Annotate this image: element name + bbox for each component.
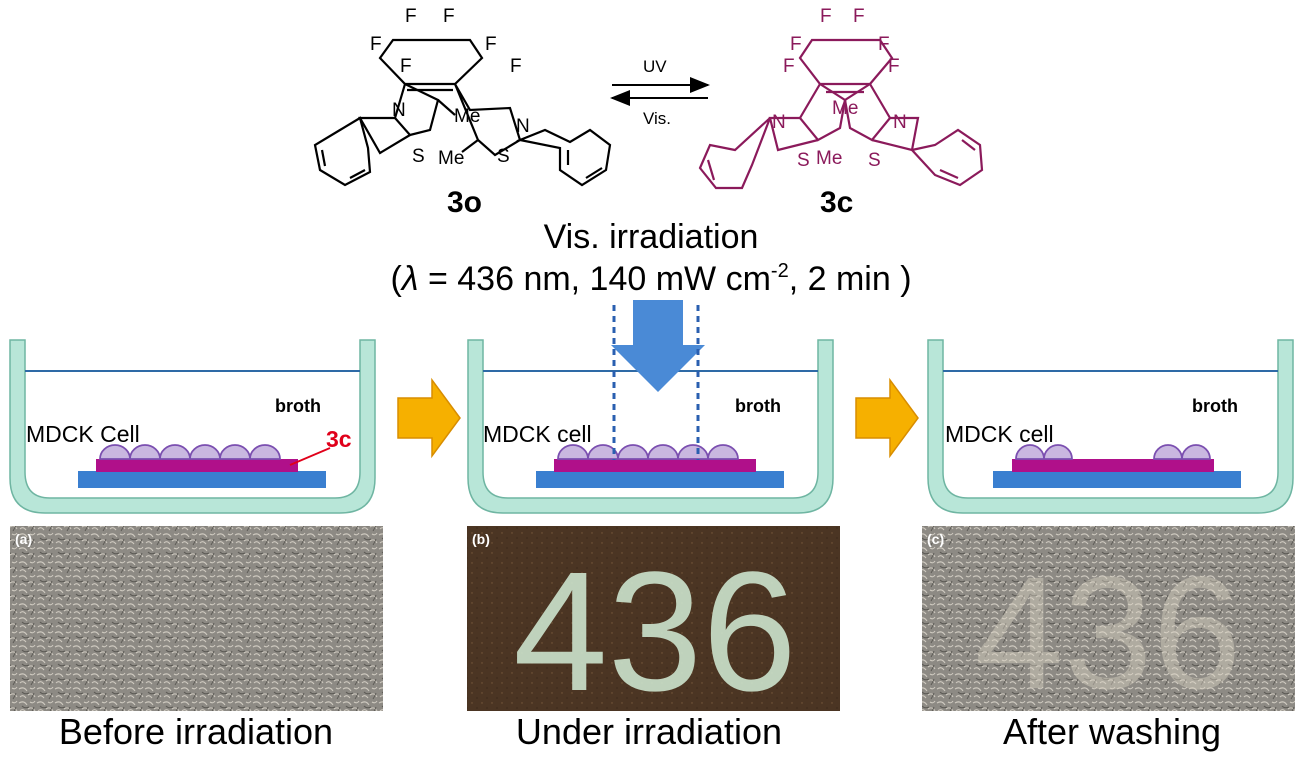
glass-substrate [78, 471, 326, 488]
irradiation-title: Vis. irradiation [544, 218, 759, 256]
vis-arrow-label: Vis. [643, 109, 671, 128]
methyl-label: Me [832, 98, 858, 119]
methyl-label: Me [438, 148, 464, 169]
film-callout-label: 3c [326, 426, 352, 452]
film-3c [554, 459, 756, 472]
micrograph-label: (c) [927, 531, 944, 547]
micrograph-under: (b) 436 [467, 526, 840, 727]
cell-layer [558, 445, 738, 459]
fluorine-atom: F [400, 56, 412, 77]
fluorine-atom: F [878, 34, 890, 55]
flow-arrow [856, 380, 918, 456]
flow-arrow [398, 380, 460, 456]
caption-before: Before irradiation [59, 711, 333, 752]
dish-panel-after: MDCK cell broth [928, 340, 1293, 513]
cell-layer [100, 445, 280, 459]
light-arrow [611, 300, 705, 392]
film-3c [96, 459, 298, 472]
fluorine-atom: F [405, 6, 417, 27]
fluorine-atom: F [485, 34, 497, 55]
broth-label: broth [1192, 396, 1238, 416]
fluorine-atom: F [820, 6, 832, 27]
fluorine-atom: F [510, 56, 522, 77]
irradiation-pattern-text: 436 [513, 537, 797, 727]
cell-label: MDCK cell [483, 421, 592, 447]
nitrogen-atom: N [772, 112, 786, 133]
broth-label: broth [735, 396, 781, 416]
micrograph-before: (a) [10, 526, 383, 711]
glass-substrate [993, 471, 1241, 488]
dish-panel-under: MDCK cell broth [468, 300, 833, 513]
film-3c [1012, 459, 1214, 472]
cell-label: MDCK cell [945, 421, 1054, 447]
sulfur-atom: S [497, 146, 510, 167]
fluorine-atom: F [443, 6, 455, 27]
nitrogen-atom: N [893, 112, 907, 133]
equilibrium-arrows [612, 85, 708, 98]
compound-3c-label: 3c [820, 186, 853, 219]
nitrogen-atom: N [516, 116, 530, 137]
dish-panel-before: MDCK Cell broth 3c [10, 340, 375, 513]
caption-after: After washing [1003, 711, 1221, 752]
nitrogen-atom: N [392, 100, 406, 121]
sulfur-atom: S [412, 146, 425, 167]
micrograph-label: (a) [15, 531, 32, 547]
glass-substrate [536, 471, 784, 488]
compound-3o-label: 3o [447, 186, 482, 219]
micrograph-after: (c) 436 [922, 526, 1295, 722]
irradiation-conditions: (λ = 436 nm, 140 mW cm-2, 2 min ) [390, 260, 911, 298]
cell-label: MDCK Cell [26, 421, 140, 447]
fluorine-atom: F [783, 56, 795, 77]
fluorine-atom: F [370, 34, 382, 55]
cell-layer [1016, 445, 1210, 459]
film-callout-line [290, 448, 330, 465]
methyl-label: Me [816, 148, 842, 169]
washed-pattern-text: 436 [975, 543, 1242, 722]
uv-arrow-label: UV [643, 57, 667, 76]
fluorine-atom: F [853, 6, 865, 27]
micrograph-label: (b) [472, 531, 490, 547]
fluorine-atom: F [888, 56, 900, 77]
sulfur-atom: S [868, 150, 881, 171]
fluorine-atom: F [790, 34, 802, 55]
caption-under: Under irradiation [516, 711, 782, 752]
sulfur-atom: S [797, 150, 810, 171]
methyl-label: Me [454, 106, 480, 127]
broth-label: broth [275, 396, 321, 416]
